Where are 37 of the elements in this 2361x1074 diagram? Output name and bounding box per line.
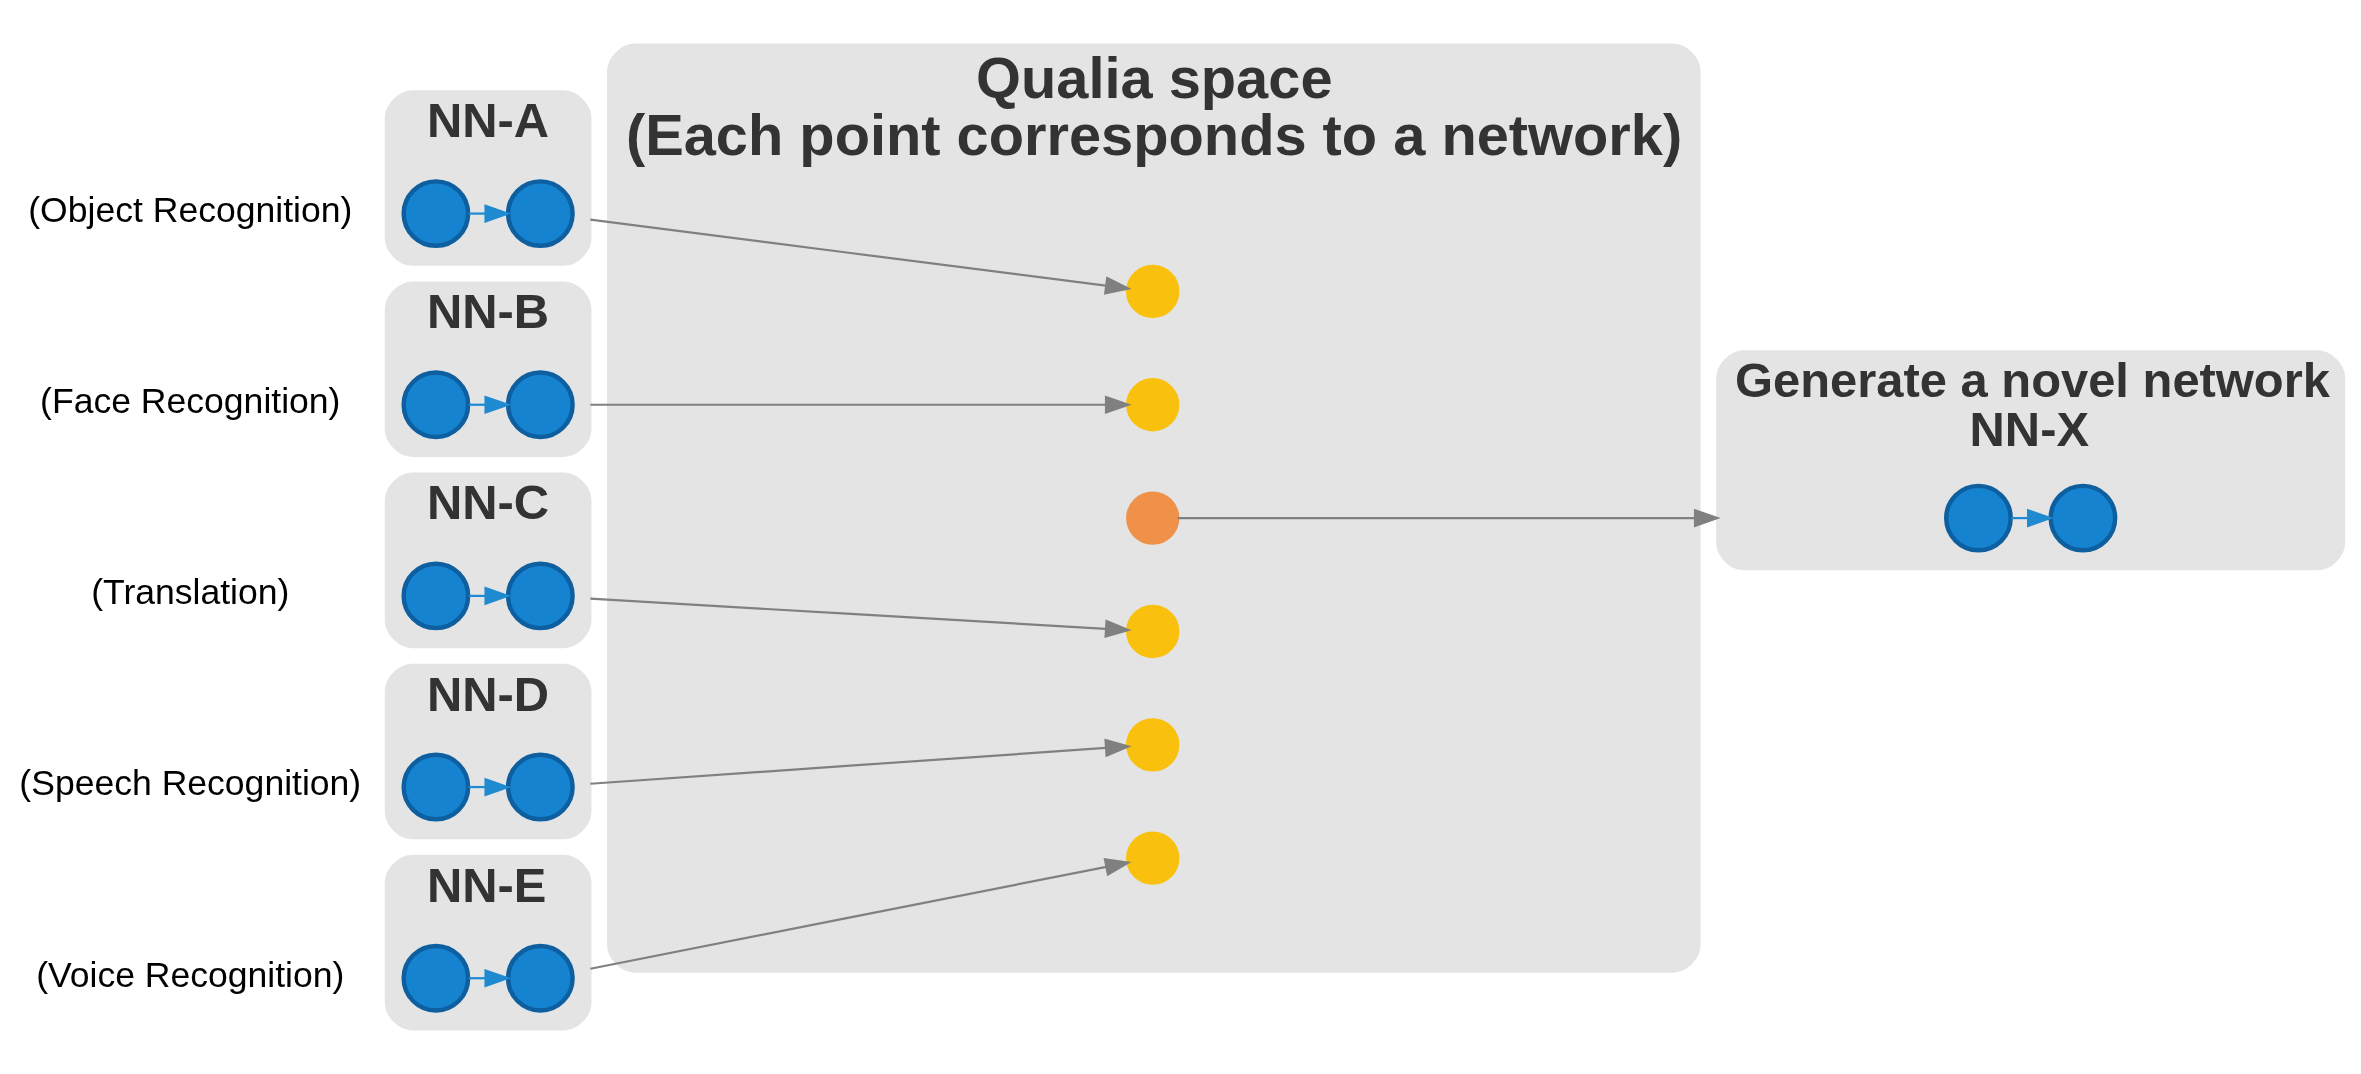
node-circle — [1944, 483, 2013, 553]
node-circle — [1126, 718, 1180, 772]
node-label: (Object Recognition) — [28, 190, 353, 231]
node-circle — [2048, 483, 2118, 553]
node-circle — [401, 179, 471, 249]
cluster: NN-D — [384, 663, 592, 840]
node-circle — [505, 943, 575, 1013]
arrow — [468, 204, 512, 223]
node-label: (Voice Recognition) — [36, 954, 345, 995]
node-circle — [401, 752, 471, 822]
arrow — [590, 857, 1132, 970]
arrow — [590, 738, 1132, 785]
arrow — [590, 395, 1132, 415]
arrow — [590, 218, 1132, 295]
cluster: Qualia space (Each point corresponds to a network) — [607, 43, 1701, 973]
cluster: NN-C — [384, 472, 592, 649]
node-circle — [1126, 378, 1180, 432]
node-circle — [1126, 264, 1180, 319]
node-label: (Speech Recognition) — [19, 763, 362, 804]
cluster: NN-A — [384, 90, 592, 266]
node-circle — [505, 370, 575, 440]
arrow — [1177, 508, 1721, 528]
node-circle — [1126, 491, 1180, 545]
node-circle — [1126, 831, 1180, 885]
cluster: Generate a novel network NN-X — [1716, 350, 2346, 571]
cluster: NN-E — [384, 854, 592, 1031]
node-circle — [505, 179, 575, 249]
node-circle — [401, 370, 471, 440]
node-label: (Translation) — [91, 572, 290, 613]
arrow — [590, 597, 1132, 639]
cluster: NN-B — [384, 281, 592, 457]
node-circle — [505, 561, 575, 631]
node-circle — [401, 561, 471, 631]
node-label: (Face Recognition) — [40, 381, 341, 422]
node-circle — [401, 943, 471, 1013]
node-circle — [1126, 604, 1180, 659]
node-circle — [505, 752, 575, 822]
